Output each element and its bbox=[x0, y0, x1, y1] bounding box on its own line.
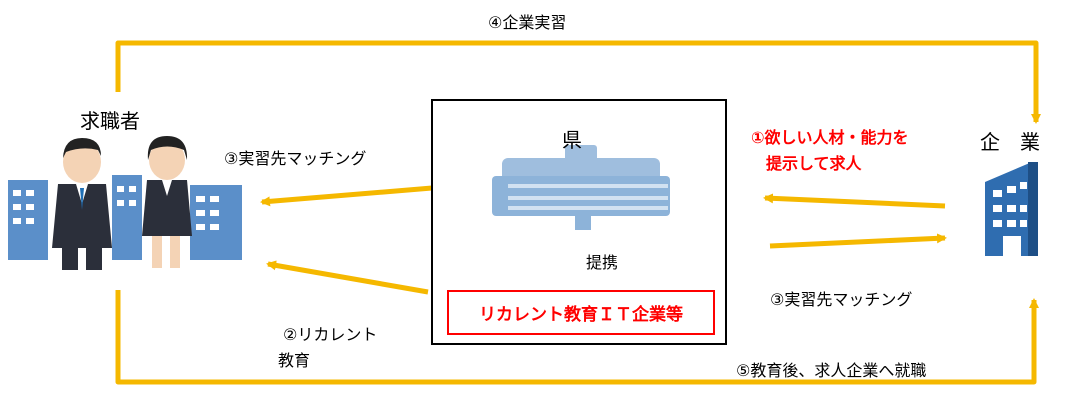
partnership-label: 提携 bbox=[586, 253, 619, 272]
internship-arrow bbox=[115, 40, 1041, 124]
requirements-label-line2: 提示して求人 bbox=[766, 154, 862, 173]
prefecture-box bbox=[431, 99, 727, 345]
matching-right-arrow bbox=[769, 233, 947, 249]
matching-left-arrow bbox=[260, 185, 433, 207]
recurrent-label-line2: 教育 bbox=[278, 351, 311, 370]
job-seekers-icon bbox=[8, 136, 242, 270]
requirements-label-line1: ①欲しい人材・能力を bbox=[751, 128, 909, 147]
partner-label: リカレント教育ＩＴ企業等 bbox=[479, 305, 683, 325]
matching-right-label: ③実習先マッチング bbox=[770, 290, 913, 309]
prefecture-label: 県 bbox=[562, 128, 582, 152]
job-seekers-label: 求職者 bbox=[80, 109, 140, 133]
requirements-arrow bbox=[763, 193, 946, 209]
recurrent-label-line1: ②リカレント bbox=[283, 325, 378, 344]
internship-label: ④企業実習 bbox=[488, 13, 567, 32]
partner-box: リカレント教育ＩＴ企業等 bbox=[447, 290, 715, 335]
employment-arrow bbox=[115, 290, 1039, 385]
recurrent-arrow bbox=[266, 260, 429, 295]
company-label: 企 業 bbox=[980, 130, 1040, 154]
employment-label: ⑤教育後、求人企業へ就職 bbox=[736, 361, 927, 380]
prefecture-building-icon bbox=[492, 145, 670, 230]
company-building-icon bbox=[985, 162, 1038, 256]
matching-left-label: ③実習先マッチング bbox=[224, 149, 367, 168]
